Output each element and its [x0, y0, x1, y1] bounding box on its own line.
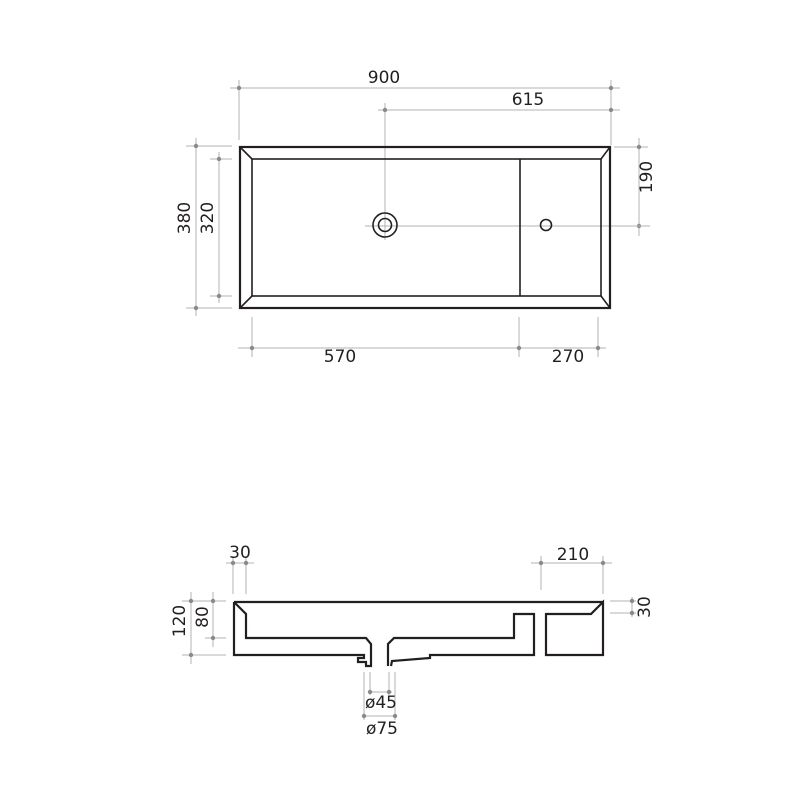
basin-width-label: 570	[324, 347, 356, 367]
shelf-depth-label: 30	[635, 596, 655, 618]
dimension-rim-width: 30	[226, 543, 254, 594]
drain-inner-diameter-label: ø45	[365, 693, 397, 713]
tap-hole-icon	[539, 218, 553, 232]
overall-width-label: 900	[368, 68, 400, 88]
inner-depth-label: 320	[198, 202, 218, 234]
dimension-overall-height: 120	[170, 592, 226, 664]
dimension-bottom: 570 270	[238, 317, 606, 367]
dimension-tap-offset: 190	[614, 138, 657, 236]
dimension-inner-height: 80	[193, 592, 226, 647]
dimension-drain-diameters: ø45 ø75	[361, 672, 398, 739]
basin-outline	[238, 145, 612, 310]
top-view: 900 615 380 320	[175, 68, 657, 367]
drain-outer-diameter-label: ø75	[366, 719, 398, 739]
dimension-drain-offset: 615	[378, 90, 620, 240]
overall-height-label: 120	[170, 605, 190, 637]
section-shelf-width-label: 210	[557, 545, 589, 565]
dimension-overall-width: 900	[230, 68, 620, 145]
inner-height-label: 80	[193, 606, 213, 628]
drain-icon	[372, 212, 398, 238]
section-view: 30 120 80 210	[170, 543, 655, 739]
dimension-shelf-width: 210	[531, 545, 612, 594]
dimension-inner-depth: 320	[198, 152, 232, 303]
rim-width-label: 30	[229, 543, 251, 563]
drain-offset-label: 615	[512, 90, 544, 110]
dimension-overall-depth: 380	[175, 138, 232, 316]
section-outline	[232, 599, 605, 668]
shelf-width-label: 270	[552, 347, 584, 367]
tap-offset-label: 190	[637, 161, 657, 193]
dimension-shelf-depth: 30	[610, 596, 655, 618]
overall-depth-label: 380	[175, 202, 195, 234]
